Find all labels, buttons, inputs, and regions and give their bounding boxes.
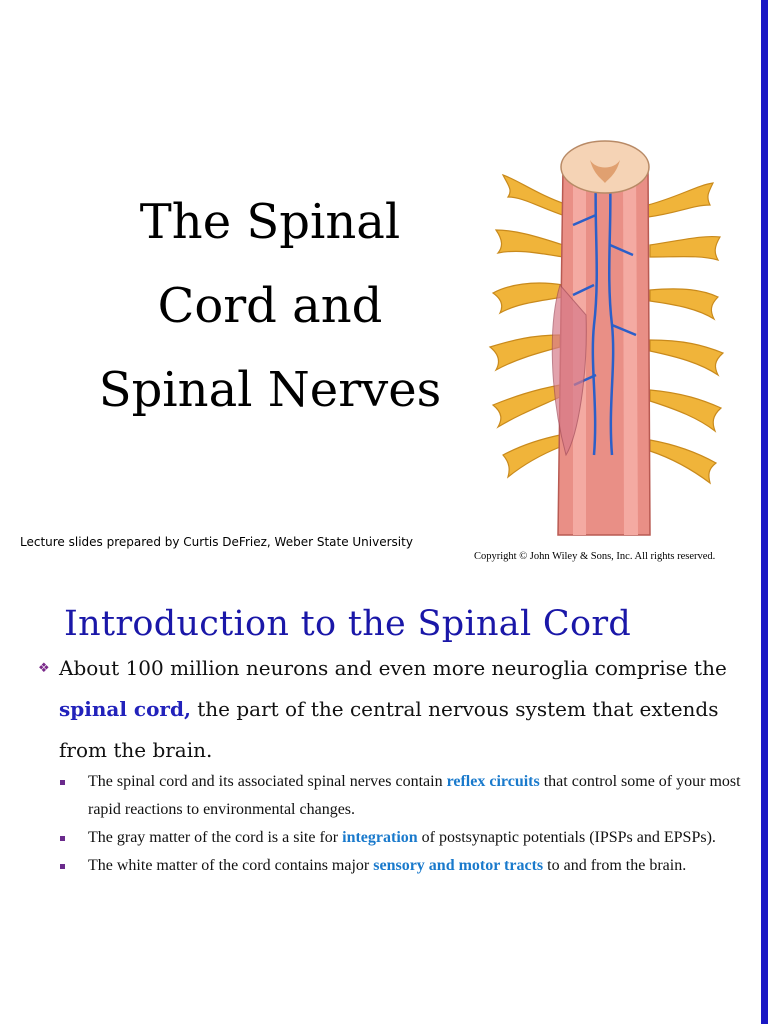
main-bullet: ❖ About 100 million neurons and even mor… (38, 648, 728, 771)
sub-bullet-list: The spinal cord and its associated spina… (60, 768, 750, 880)
sub-bullet-after: to and from the brain. (543, 857, 687, 874)
main-bullet-before: About 100 million neurons and even more … (59, 656, 727, 680)
main-bullet-text: About 100 million neurons and even more … (38, 648, 728, 771)
square-bullet-icon (60, 864, 65, 869)
sub-bullet-keyword: integration (342, 829, 418, 846)
credit-line: Lecture slides prepared by Curtis DeFrie… (20, 535, 413, 549)
sub-bullet-after: that control some of your most rapid rea… (88, 773, 741, 818)
sub-bullet-before: The spinal cord and its associated spina… (88, 773, 447, 790)
sub-bullet: The spinal cord and its associated spina… (60, 768, 750, 824)
main-bullet-after: the part of the central nervous system t… (59, 697, 719, 762)
section-title: Introduction to the Spinal Cord (64, 604, 632, 644)
sub-bullet-after: of postsynaptic potentials (IPSPs and EP… (417, 829, 716, 846)
slide-edge-bar (761, 0, 768, 1024)
title-line: Spinal Nerves (98, 362, 442, 418)
sub-bullet-keyword: reflex circuits (446, 773, 540, 790)
copyright-notice: Copyright © John Wiley & Sons, Inc. All … (474, 551, 716, 562)
sub-bullet-before: The white matter of the cord contains ma… (88, 857, 374, 874)
title-line: The Spinal (139, 194, 401, 250)
sub-bullet: The white matter of the cord contains ma… (60, 852, 750, 880)
title-line: Cord and (157, 278, 383, 334)
sub-bullet-before: The gray matter of the cord is a site fo… (88, 829, 343, 846)
main-bullet-keyword: spinal cord, (59, 697, 191, 721)
sub-bullet: The gray matter of the cord is a site fo… (60, 824, 750, 852)
diamond-bullet-icon: ❖ (38, 661, 50, 676)
slide-title: The Spinal Cord and Spinal Nerves (60, 180, 480, 432)
sub-bullet-keyword: sensory and motor tracts (373, 857, 544, 874)
square-bullet-icon (60, 780, 65, 785)
spinal-cord-illustration (488, 140, 725, 536)
square-bullet-icon (60, 836, 65, 841)
